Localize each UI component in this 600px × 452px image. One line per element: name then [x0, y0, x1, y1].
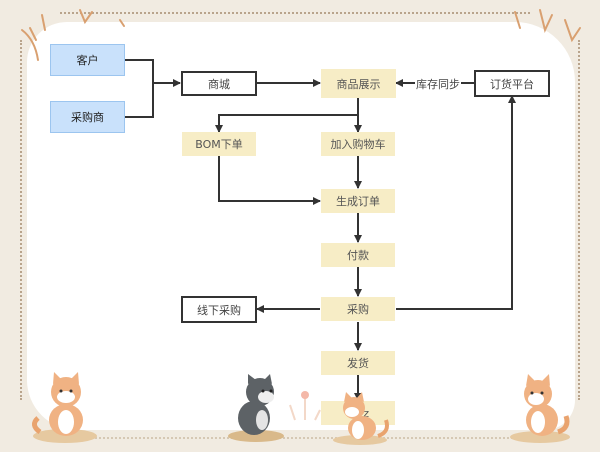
decorative-dotted-border-right — [578, 40, 580, 400]
node-ship[interactable]: 发货 — [321, 351, 395, 375]
node-bom-order[interactable]: BOM下单 — [182, 132, 256, 156]
node-payment[interactable]: 付款 — [321, 243, 395, 267]
node-offline-purchase[interactable]: 线下采购 — [181, 296, 257, 323]
gray-cat-illustration — [228, 374, 284, 442]
node-product-display[interactable]: 商品展示 — [321, 69, 396, 98]
edge-customer-mall — [125, 59, 154, 83]
edge-purchase-platform — [396, 95, 516, 310]
node-customer[interactable]: 客户 — [50, 44, 125, 76]
node-mall[interactable]: 商城 — [181, 71, 257, 96]
node-purchase[interactable]: 采购 — [321, 297, 395, 321]
edge-bom-order — [218, 155, 321, 205]
branch-decoration-top-right — [514, 9, 581, 43]
node-create-order[interactable]: 生成订单 — [321, 189, 395, 213]
edge-display-bom — [215, 98, 359, 133]
edge-buyer-mall — [125, 79, 181, 118]
node-add-to-cart[interactable]: 加入购物车 — [321, 132, 395, 156]
plant-decoration — [289, 391, 321, 421]
orange-cat-illustration-left — [32, 372, 97, 443]
decorative-dotted-border-left — [20, 40, 22, 400]
edge-label-inventory-sync: 库存同步 — [415, 76, 461, 92]
node-buyer[interactable]: 采购商 — [50, 101, 125, 133]
decorative-dotted-border-bottom — [60, 437, 540, 439]
branch-decoration-top-left — [21, 9, 125, 61]
orange-cat-illustration-right — [510, 374, 570, 443]
decorative-dotted-border-top — [60, 12, 530, 14]
node-ordering-platform[interactable]: 订货平台 — [474, 70, 550, 97]
orange-cat-illustration-center — [333, 392, 389, 445]
